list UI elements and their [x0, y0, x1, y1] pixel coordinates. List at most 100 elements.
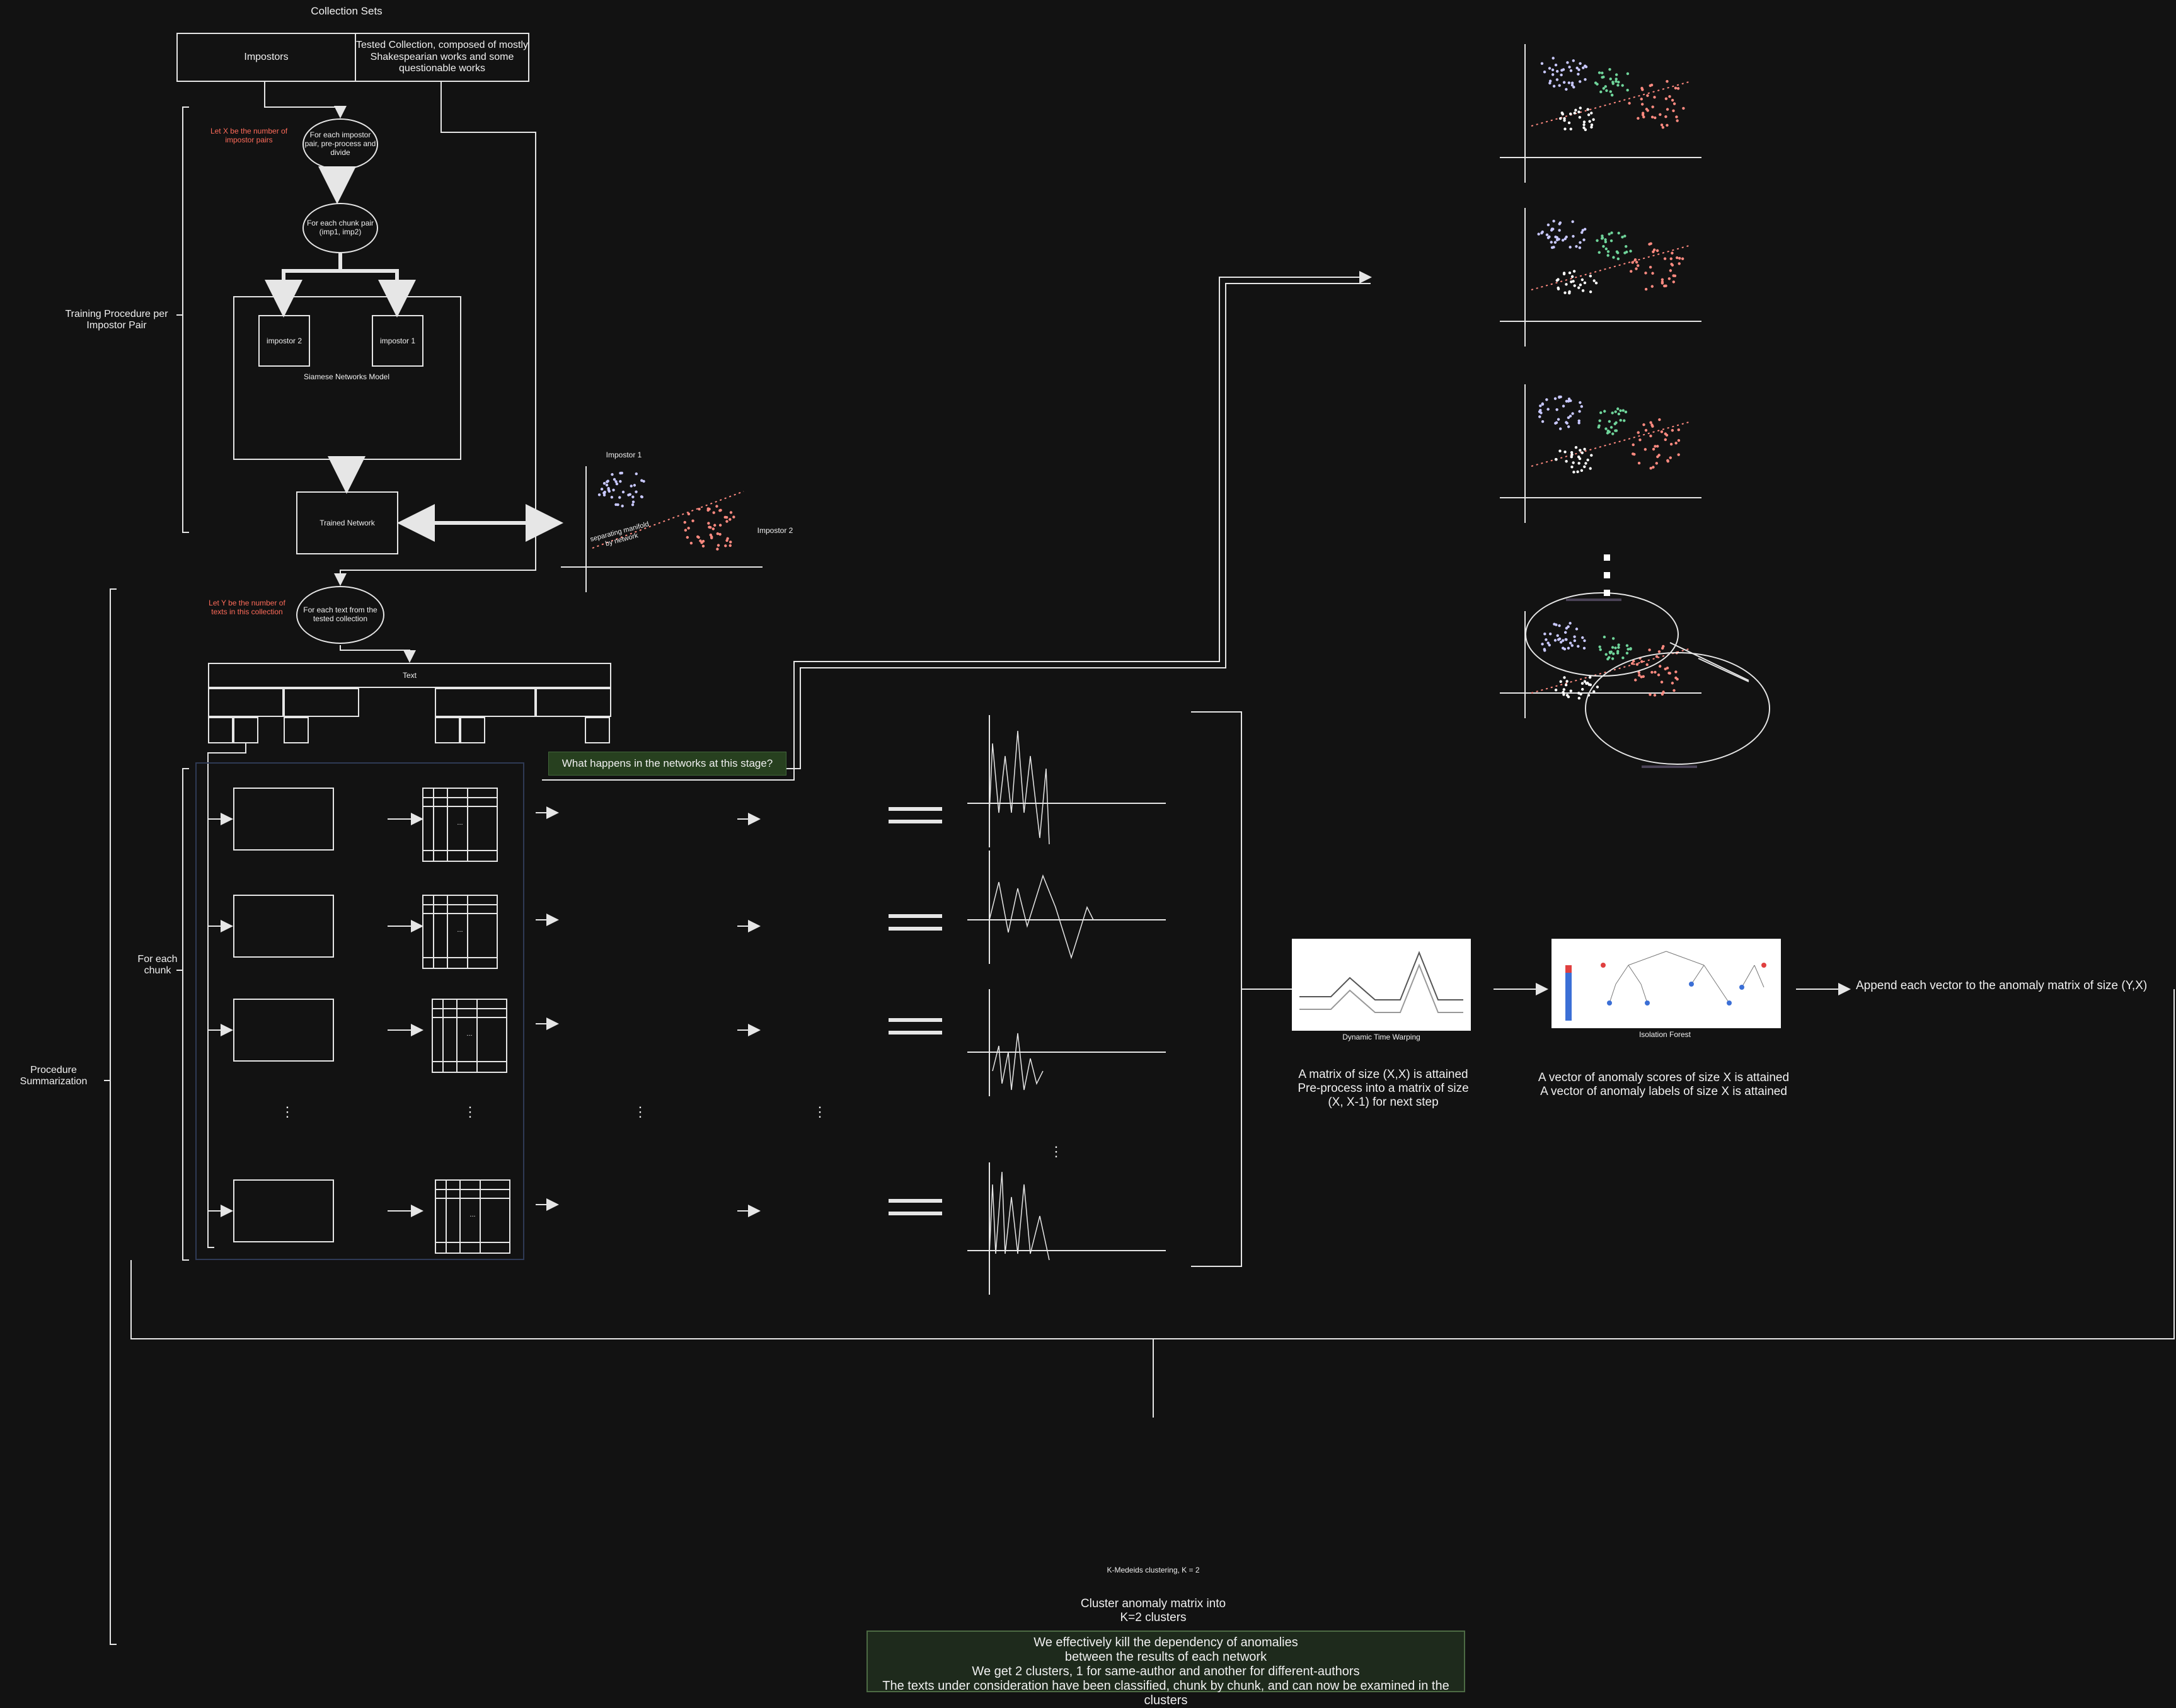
scatter-point [1642, 115, 1645, 118]
scatter-point [1577, 72, 1580, 76]
scatter-point [1554, 63, 1558, 67]
scatter-point [1599, 411, 1603, 415]
scatter-point [1558, 427, 1562, 430]
scatter-point [1572, 270, 1576, 273]
scatter-point [1644, 428, 1648, 432]
scatter-point [1579, 692, 1582, 696]
impostor2-label: impostor 2 [266, 336, 302, 345]
scatter-point [1652, 248, 1656, 251]
scatter-point [1565, 680, 1569, 683]
scatter-point [1669, 442, 1673, 446]
chunk-cell [260, 717, 285, 743]
chunk-matrix [435, 1179, 510, 1254]
scatter-point [711, 527, 715, 530]
scatter-point [1637, 431, 1640, 434]
scatter-point [1537, 232, 1540, 236]
scatter-point [1616, 257, 1620, 260]
scatter-point [1583, 680, 1587, 683]
scatter-point [1678, 262, 1681, 265]
scatter-point [1606, 432, 1609, 435]
scatter-point [1565, 283, 1568, 286]
scatter-point [1608, 67, 1611, 71]
iforest-plot [1565, 951, 1766, 1021]
scatter-point [1586, 108, 1589, 111]
scatter-point [1609, 239, 1613, 243]
scatter-point [1538, 415, 1541, 418]
batch-cell [284, 688, 359, 717]
scatter-point [1572, 86, 1575, 89]
scatter-point [1666, 123, 1669, 127]
scatter-point [1671, 428, 1674, 432]
scatter-point [1610, 231, 1613, 234]
impostor2-box: impostor 2 [258, 315, 310, 367]
connector [265, 253, 342, 318]
scatter-point [1604, 427, 1608, 430]
scatter-point [1594, 282, 1598, 285]
scatter-point [1554, 689, 1558, 692]
scatter-point [1563, 117, 1566, 120]
scatter-point [1555, 458, 1558, 461]
scatter-point [1580, 687, 1584, 691]
chunk-matrix [422, 895, 498, 969]
scatter-point [1676, 256, 1679, 260]
scatter-point [1660, 123, 1664, 127]
scatter-point [1637, 264, 1640, 267]
scatter-point [1584, 462, 1587, 465]
scatter-point [1585, 682, 1588, 685]
scatter-point [1597, 425, 1601, 429]
scatter-point [1555, 278, 1558, 282]
mini-impostor1: Impostor 1 [606, 450, 642, 459]
scatter-point [1570, 81, 1574, 84]
chunk-matrix [432, 999, 507, 1073]
connector [207, 743, 246, 1248]
scatter-point [1640, 98, 1643, 101]
scatter-point [1677, 428, 1681, 432]
shakespearian-ellipse [1585, 652, 1770, 765]
scatter-point [610, 496, 614, 499]
scatter-point [716, 547, 719, 551]
scatter-point [1631, 261, 1634, 264]
scatter-point [1566, 61, 1569, 64]
scatter-point [1589, 467, 1592, 470]
note-x: Let X be the number of impostor pairs [210, 127, 288, 144]
scatter-point [729, 541, 732, 544]
scatter-point [1580, 451, 1584, 454]
scatter-point [1682, 106, 1685, 110]
scatter-point [1632, 443, 1635, 447]
scatter-point [1558, 395, 1561, 399]
scatter-point [1651, 425, 1654, 428]
connector [264, 82, 347, 118]
scatter-point [1548, 81, 1551, 85]
scatter-point [691, 519, 694, 522]
scatter-point [1617, 412, 1621, 416]
scatter-point [1588, 120, 1591, 123]
scatter-point [1661, 282, 1664, 285]
scatter-point [1563, 450, 1567, 454]
scatter-point [1611, 411, 1614, 415]
trained-network-box [233, 999, 334, 1062]
scatter-point [1558, 84, 1561, 87]
scatter-point [1653, 96, 1656, 99]
scatter-point [1582, 238, 1586, 241]
scatter-point [1646, 94, 1649, 97]
scatter-point [1580, 469, 1584, 472]
scatter-point [631, 500, 635, 503]
scatter-point [1548, 79, 1552, 83]
scatter-point [1621, 236, 1624, 239]
trained-network-box [233, 1179, 334, 1242]
scatter-point [1614, 410, 1617, 413]
scatter-point [1562, 81, 1566, 84]
connector [176, 106, 189, 533]
scatter-point [1669, 456, 1672, 459]
trained-network-box: Trained Network [296, 491, 398, 554]
scatter-point [1609, 90, 1612, 93]
scatter-point [1651, 105, 1654, 108]
dtw-image [1292, 939, 1471, 1031]
scatter-point [1554, 235, 1557, 239]
scatter-point [605, 483, 609, 487]
scatter-point [718, 509, 722, 512]
scatter-point [640, 495, 643, 499]
scatter-point [1615, 73, 1618, 76]
scatter-point [1567, 397, 1571, 401]
scatter-point [1649, 242, 1652, 245]
